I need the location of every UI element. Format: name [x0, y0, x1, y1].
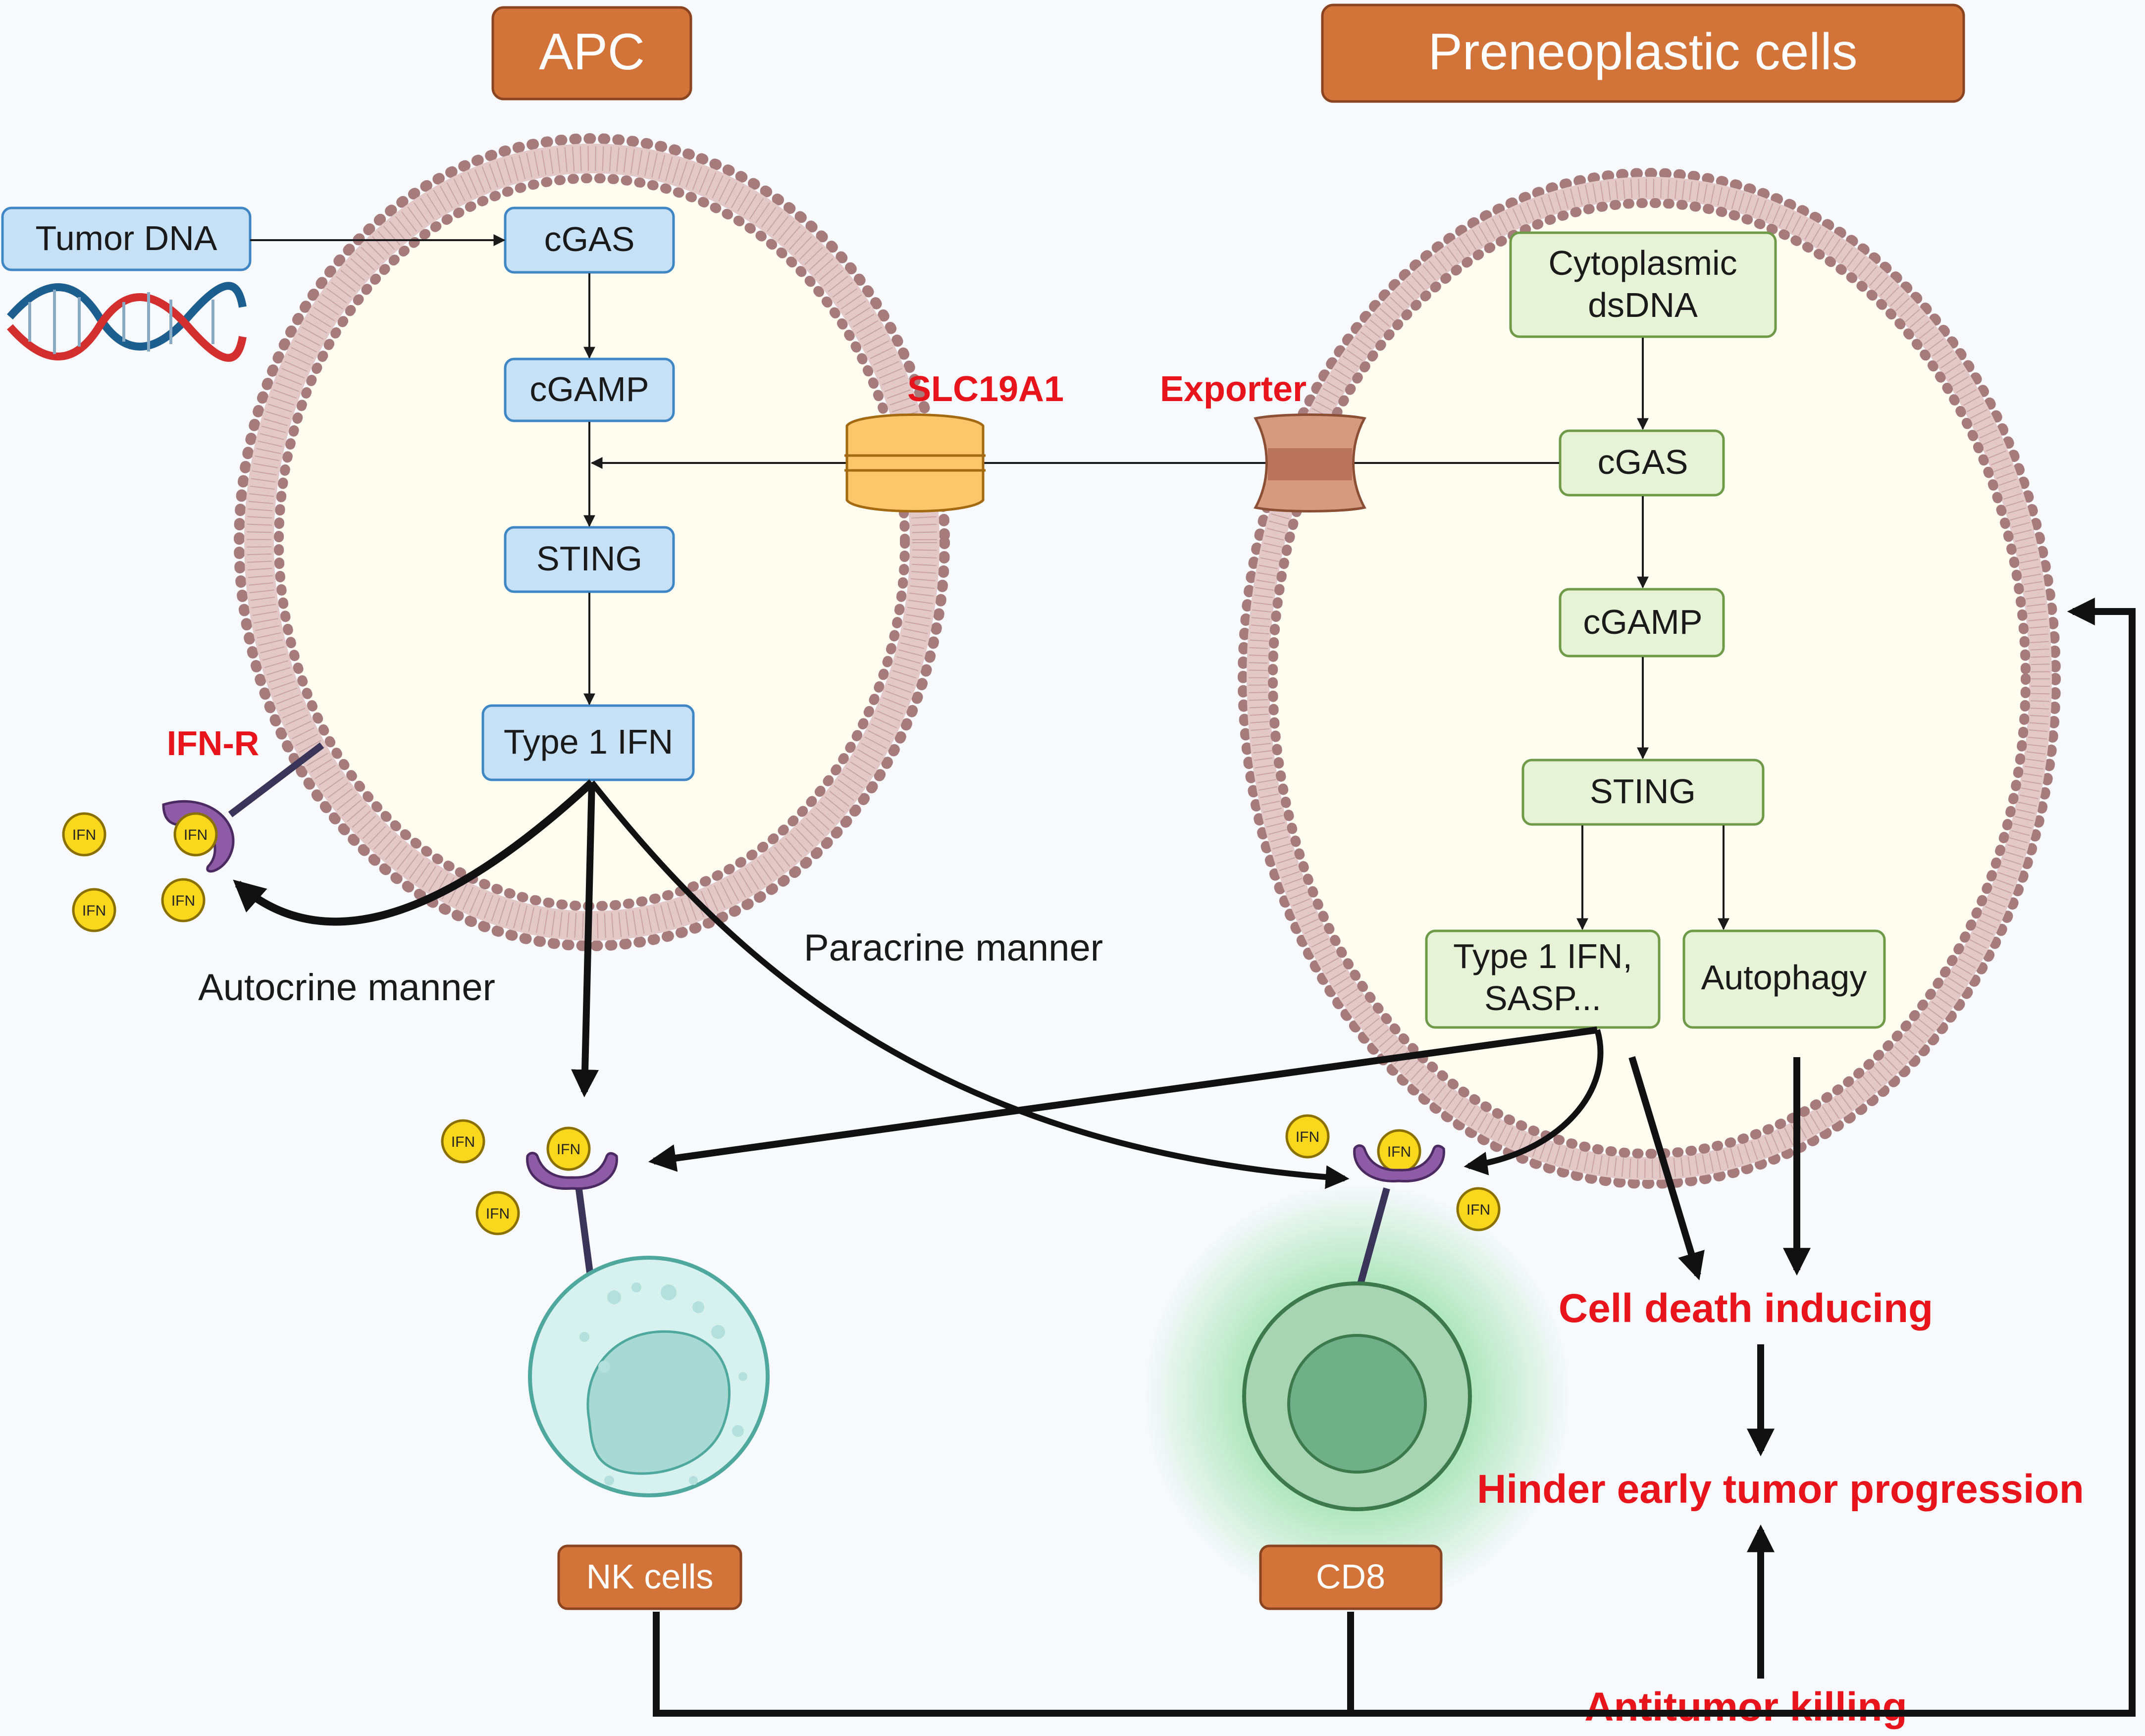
ifn-token-1: IFN [62, 812, 106, 857]
ifn-token-label: IFN [557, 1141, 580, 1158]
preneo-cgas-box: cGAS [1559, 429, 1725, 497]
apc-type1-ifn-box: Type 1 IFN [481, 704, 695, 781]
autophagy-label: Autophagy [1701, 958, 1867, 997]
preneo-pathway-arrows [1576, 338, 1729, 930]
cd8-ifn-receptor-icon [1353, 1144, 1445, 1183]
preneo-cgas-label: cGAS [1598, 443, 1688, 481]
preneo-sting-box: STING [1521, 759, 1765, 826]
slc19a1-label: SLC19A1 [907, 369, 1064, 409]
ifn-token-label: IFN [1466, 1202, 1490, 1218]
ifn-to-cell-death-arrow [1628, 1056, 1705, 1280]
ifn-token-5: IFN [441, 1119, 485, 1164]
ifn-token-7: IFN [475, 1191, 520, 1235]
ifn-token-8: IFN [1285, 1114, 1330, 1159]
preneo-sting-label: STING [1590, 772, 1696, 811]
tumor-dna-label: Tumor DNA [36, 219, 217, 257]
tumor-dna-box: Tumor DNA [1, 206, 252, 271]
apc-title-label: APC [539, 23, 645, 81]
ifn-token-4: IFN [161, 878, 206, 922]
ifn-token-6: IFN [546, 1126, 591, 1171]
paracrine-label: Paracrine manner [804, 927, 1103, 969]
cd8-label-box: CD8 [1259, 1544, 1443, 1610]
ifn-token-label: IFN [486, 1206, 510, 1222]
cd8-label: CD8 [1316, 1557, 1385, 1596]
apc-cgamp-label: cGAMP [529, 370, 649, 408]
preneoplastic-title: Preneoplastic cells [1321, 3, 1965, 103]
ifn-token-label: IFN [184, 827, 208, 843]
autocrine-label: Autocrine manner [198, 967, 495, 1009]
apc-cgas-box: cGAS [504, 206, 675, 274]
ifn-token-2: IFN [173, 812, 218, 857]
hinder-tumor-progression-label: Hinder early tumor progression [1477, 1467, 2084, 1512]
preneoplastic-cell [1238, 168, 2061, 1189]
apc-sting-box: STING [504, 526, 675, 593]
apc-type1-ifn-label: Type 1 IFN [504, 722, 673, 761]
apc-ifn-r-stalk [228, 742, 324, 817]
cell-death-inducing-label: Cell death inducing [1559, 1286, 1933, 1331]
apc-cgamp-box: cGAMP [504, 357, 675, 422]
ifn-token-label: IFN [1296, 1129, 1319, 1145]
type1-ifn-sasp-label-line1: Type 1 IFN, [1453, 937, 1632, 975]
slc19a1-channel-icon [844, 413, 986, 512]
immune-feedback-loop-arrow [653, 598, 2136, 1717]
nk-cells-label: NK cells [586, 1557, 714, 1596]
cytoplasmic-dsdna-box: Cytoplasmic dsDNA [1509, 231, 1777, 338]
preneo-cgamp-label: cGAMP [1583, 603, 1702, 641]
exporter-label: Exporter [1160, 369, 1307, 409]
paracrine-arrow [589, 780, 1350, 1189]
apc-membrane-outer-heads [234, 133, 950, 951]
preneo-cgamp-box: cGAMP [1559, 588, 1725, 658]
cytoplasmic-dsdna-label-line1: Cytoplasmic [1548, 244, 1737, 282]
cytoplasmic-dsdna-label-line2: dsDNA [1588, 286, 1698, 324]
preneo-cytoplasm [1268, 198, 2031, 1159]
apc-pathway-arrows [250, 234, 595, 706]
preneo-to-cd8-arrow [1464, 1029, 1604, 1175]
preneo-to-nk-arrow [648, 1026, 1598, 1172]
apc-to-nk-arrow [571, 782, 599, 1098]
ifn-token-label: IFN [72, 827, 96, 843]
cd8-cell [1144, 1144, 1570, 1609]
preneo-membrane-tails [1249, 179, 2050, 1178]
apc-title: APC [491, 6, 692, 101]
preneo-membrane-outer-heads [1238, 168, 2061, 1189]
dna-helix-icon [6, 282, 247, 362]
ifn-token-label: IFN [451, 1134, 475, 1150]
apc-cgas-label: cGAS [544, 220, 635, 258]
ifn-token-9: IFN [1377, 1129, 1421, 1174]
exporter-channel-icon [1254, 413, 1366, 512]
ifn-token-label: IFN [1387, 1144, 1411, 1160]
ifn-token-label: IFN [82, 903, 106, 919]
nk-cells-label-box: NK cells [557, 1544, 742, 1610]
preneo-type1-ifn-sasp-box: Type 1 IFN, SASP... [1425, 929, 1661, 1029]
preneoplastic-title-label: Preneoplastic cells [1428, 23, 1857, 81]
autophagy-box: Autophagy [1682, 929, 1886, 1029]
nk-ifn-receptor-icon [526, 1152, 618, 1190]
antitumor-killing-label: Antitumor killing [1584, 1685, 1907, 1730]
autocrine-arrow [233, 779, 595, 926]
type1-ifn-sasp-label-line2: SASP... [1484, 979, 1601, 1018]
ifn-r-label: IFN-R [167, 724, 260, 763]
ifn-token-3: IFN [72, 888, 116, 932]
nk-cell [526, 1152, 770, 1497]
ifn-tokens: IFN IFN IFN IFN IFN IFN IFN IFN IFN IFN [62, 812, 1501, 1235]
ifn-token-label: IFN [171, 893, 195, 909]
apc-membrane-tails [247, 146, 937, 938]
apc-sting-label: STING [536, 539, 642, 578]
